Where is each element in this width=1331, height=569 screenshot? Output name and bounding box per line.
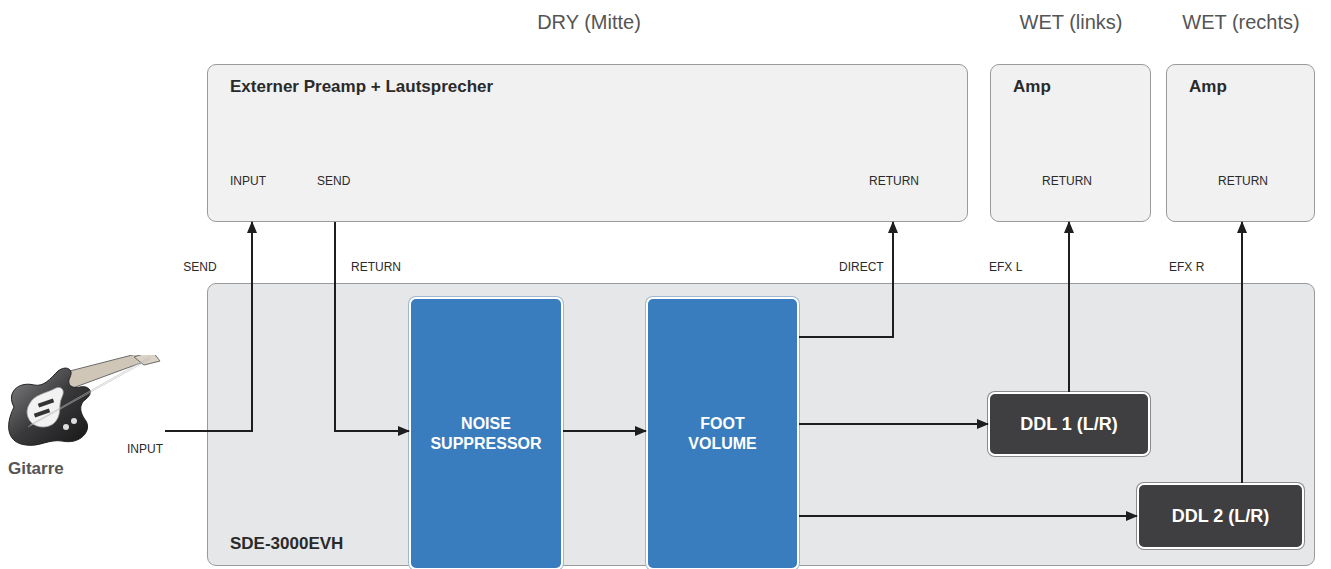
label-slot: EFX L bbox=[989, 257, 1022, 275]
jack-label: RETURN bbox=[1042, 174, 1092, 188]
label-slot: Gitarre bbox=[8, 459, 64, 479]
label-slot: SDE-3000EVH bbox=[230, 534, 343, 554]
section-heading: WET (links) bbox=[1020, 11, 1123, 34]
signal-line bbox=[799, 423, 988, 425]
delay-block: DDL 2 (L/R) bbox=[1137, 483, 1304, 549]
block-label: NOISE SUPPRESSOR bbox=[426, 414, 546, 454]
signal-line bbox=[1068, 222, 1070, 392]
jack-label: RETURN bbox=[351, 260, 401, 274]
signal-line bbox=[799, 515, 1137, 517]
jack-label: SEND bbox=[183, 260, 216, 274]
guitar-illustration bbox=[0, 355, 165, 455]
box-title: Externer Preamp + Lautsprecher bbox=[230, 77, 493, 97]
instrument-label: Gitarre bbox=[8, 459, 64, 479]
section-heading: WET (rechts) bbox=[1182, 11, 1299, 34]
signal-line bbox=[1241, 222, 1243, 483]
jack-label: SEND bbox=[317, 174, 350, 188]
label-slot: DIRECT bbox=[839, 257, 884, 275]
label-slot: SEND bbox=[317, 171, 350, 189]
box-title: Amp bbox=[1189, 77, 1227, 97]
device-box: WET (rechts)AmpRETURN bbox=[1166, 64, 1315, 222]
label-slot: RETURN bbox=[869, 171, 919, 189]
device-name: SDE-3000EVH bbox=[230, 534, 343, 554]
device-box: SDE-3000EVHSENDRETURNDIRECTEFX LEFX RINP… bbox=[207, 283, 1315, 566]
block-label: DDL 2 (L/R) bbox=[1143, 505, 1298, 528]
label-slot: WET (rechts) bbox=[1182, 11, 1299, 34]
jack-label: EFX L bbox=[989, 260, 1022, 274]
signal-line bbox=[799, 222, 893, 337]
label-slot: INPUT bbox=[127, 439, 163, 457]
block-label: FOOT VOLUME bbox=[673, 414, 773, 454]
jack-label: INPUT bbox=[127, 442, 163, 456]
label-slot: RETURN bbox=[1218, 171, 1268, 189]
label-slot: Amp bbox=[1189, 77, 1227, 97]
instrument: Gitarre bbox=[0, 355, 165, 485]
delay-block: DDL 1 (L/R) bbox=[988, 392, 1150, 456]
label-slot: DRY (Mitte) bbox=[537, 11, 641, 34]
label-slot: EFX R bbox=[1169, 257, 1204, 275]
block-label: DDL 1 (L/R) bbox=[994, 413, 1144, 436]
label-slot: Externer Preamp + Lautsprecher bbox=[230, 77, 493, 97]
box-title: Amp bbox=[1013, 77, 1051, 97]
label-slot: INPUT bbox=[230, 171, 266, 189]
jack-label: RETURN bbox=[1218, 174, 1268, 188]
device-box: WET (links)AmpRETURN bbox=[990, 64, 1151, 222]
jack-label: RETURN bbox=[869, 174, 919, 188]
label-slot: RETURN bbox=[1042, 171, 1092, 189]
label-slot: Amp bbox=[1013, 77, 1051, 97]
label-slot: WET (links) bbox=[1020, 11, 1123, 34]
effect-block: NOISE SUPPRESSOR bbox=[409, 297, 563, 569]
signal-line bbox=[165, 222, 252, 431]
section-heading: DRY (Mitte) bbox=[537, 11, 641, 34]
jack-label: EFX R bbox=[1169, 260, 1204, 274]
label-slot: RETURN bbox=[351, 257, 401, 275]
effect-block: FOOT VOLUME bbox=[646, 297, 799, 569]
jack-label: INPUT bbox=[230, 174, 266, 188]
label-slot: SEND bbox=[183, 257, 216, 275]
signal-line bbox=[563, 430, 646, 432]
device-box: DRY (Mitte)Externer Preamp + Lautspreche… bbox=[207, 64, 968, 222]
jack-label: DIRECT bbox=[839, 260, 884, 274]
signal-line bbox=[335, 222, 409, 431]
